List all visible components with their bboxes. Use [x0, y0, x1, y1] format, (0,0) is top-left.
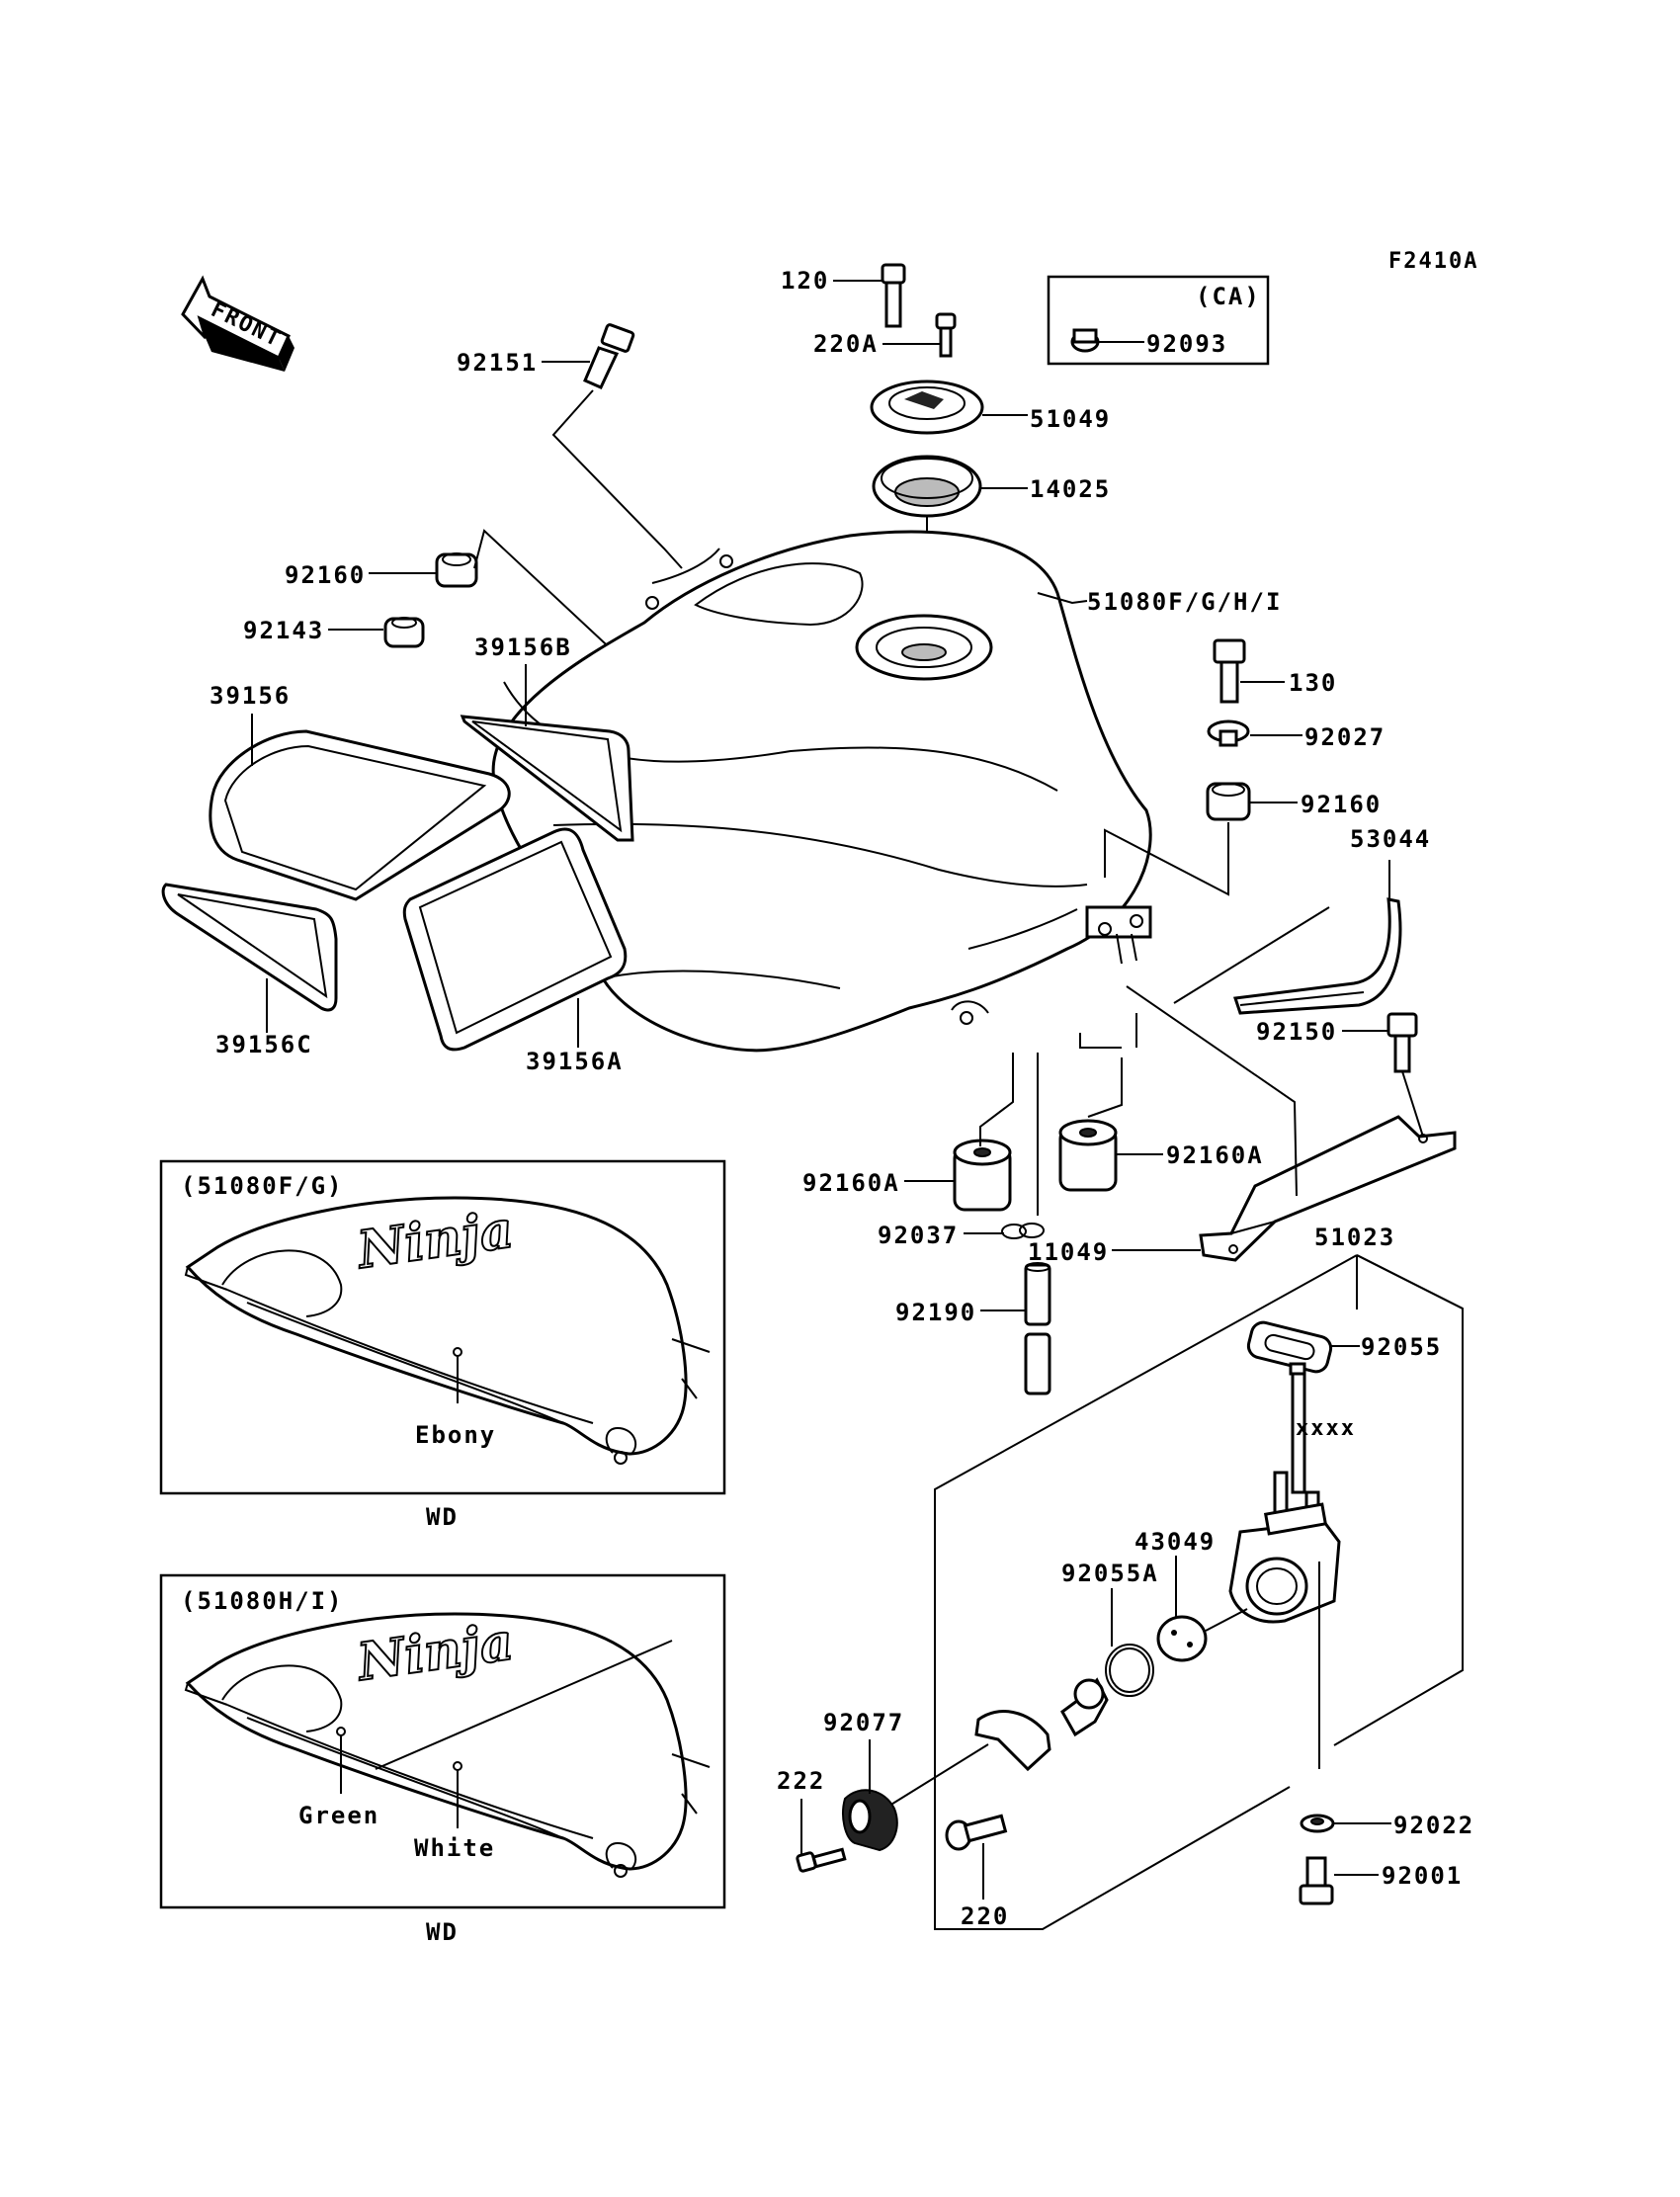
pad-39156a — [402, 827, 628, 1052]
screw-222 — [796, 1847, 847, 1873]
variant-fg-color1: Ebony — [415, 1421, 496, 1449]
figure-code: F2410A — [1388, 249, 1478, 274]
callout-39156b: 39156B — [474, 634, 572, 661]
grommet-92160-right — [1206, 782, 1251, 821]
tank-fg-illustration: Ninja — [184, 1196, 711, 1465]
fuel-tank-51080 — [491, 530, 1152, 1053]
pad-39156c — [161, 883, 338, 1012]
svg-text:xxxx: xxxx — [1296, 1416, 1356, 1441]
variant-fg-note: WD — [426, 1503, 459, 1531]
nut-92093 — [1070, 328, 1100, 353]
callout-92160a-right: 92160A — [1166, 1141, 1264, 1169]
variant-fg-frame — [159, 1159, 726, 1495]
variant-hi-color2: White — [414, 1834, 495, 1862]
fuel-cap-51049 — [870, 380, 984, 435]
tank-hi-illustration: Ninja — [184, 1611, 711, 1878]
callout-92151: 92151 — [457, 349, 538, 377]
callout-39156c: 39156C — [215, 1031, 313, 1058]
variant-hi-frame — [159, 1573, 726, 1909]
plate — [974, 1710, 1051, 1772]
callout-92160a-left: 92160A — [802, 1169, 900, 1197]
cushion-92160a-left — [953, 1139, 1012, 1212]
callout-92037: 92037 — [878, 1222, 959, 1249]
screw-220a — [935, 312, 957, 358]
front-arrow-icon: FRONT — [181, 275, 294, 372]
callout-92055a: 92055A — [1061, 1560, 1159, 1587]
variant-hi-title: (51080H/I) — [181, 1587, 344, 1615]
callout-39156: 39156 — [210, 682, 291, 710]
o-ring-92055a — [1105, 1644, 1154, 1697]
ca-title: (CA) — [1196, 283, 1261, 310]
valve-stem — [1060, 1677, 1109, 1737]
callout-120: 120 — [781, 267, 829, 295]
callout-51080: 51080F/G/H/I — [1087, 588, 1282, 616]
bolt-130 — [1213, 638, 1246, 704]
callout-92150: 92150 — [1256, 1018, 1337, 1046]
callout-92160-top: 92160 — [285, 561, 366, 589]
variant-hi-color1: Green — [298, 1802, 379, 1829]
gasket-92055 — [1246, 1320, 1333, 1374]
callout-220: 220 — [961, 1902, 1009, 1930]
variant-fg-title: (51080F/G) — [181, 1172, 344, 1200]
cushion-92160a-right — [1058, 1119, 1118, 1192]
fuel-cock-body: xxxx — [1228, 1362, 1356, 1624]
callout-92077: 92077 — [823, 1709, 904, 1736]
trim-53044 — [1232, 897, 1402, 1015]
callout-43049: 43049 — [1134, 1528, 1216, 1556]
bolt-92150 — [1386, 1012, 1418, 1073]
grommet-92160-top — [435, 552, 478, 588]
callout-92022: 92022 — [1393, 1812, 1474, 1839]
callout-51023: 51023 — [1314, 1224, 1395, 1251]
callout-39156a: 39156A — [526, 1048, 624, 1075]
callout-92190: 92190 — [895, 1299, 976, 1326]
clip-92037 — [1001, 1223, 1045, 1239]
callout-92160-right: 92160 — [1301, 791, 1382, 818]
callout-130: 130 — [1289, 669, 1337, 697]
ca-box — [1047, 275, 1270, 366]
bolt-92001 — [1299, 1856, 1334, 1905]
callout-92093: 92093 — [1146, 330, 1227, 358]
bracket-11049 — [1199, 1115, 1457, 1262]
bolt-92151 — [583, 323, 635, 389]
callout-92143: 92143 — [243, 617, 324, 644]
knob-92077 — [842, 1789, 898, 1852]
fuel-cock-frame — [1333, 1254, 1464, 1746]
callout-92055: 92055 — [1361, 1333, 1442, 1361]
callout-11049: 11049 — [1028, 1238, 1109, 1266]
pad-39156b — [460, 715, 634, 842]
collar-92143 — [383, 617, 425, 648]
hose-92190 — [1024, 1262, 1051, 1395]
callout-92001: 92001 — [1382, 1862, 1463, 1890]
bolt-120 — [881, 263, 906, 328]
washer-92022 — [1300, 1814, 1335, 1833]
callout-53044: 53044 — [1350, 825, 1431, 853]
callout-14025: 14025 — [1030, 475, 1111, 503]
callout-51049: 51049 — [1030, 405, 1111, 433]
washer-43049 — [1156, 1615, 1208, 1662]
collar-92027 — [1207, 719, 1250, 747]
pad-39156 — [209, 729, 511, 901]
callout-220a: 220A — [813, 330, 879, 358]
variant-hi-note: WD — [426, 1918, 459, 1946]
ring-14025 — [872, 455, 982, 518]
screw-220 — [945, 1814, 1008, 1851]
callout-222: 222 — [777, 1767, 825, 1795]
callout-92027: 92027 — [1304, 723, 1386, 751]
